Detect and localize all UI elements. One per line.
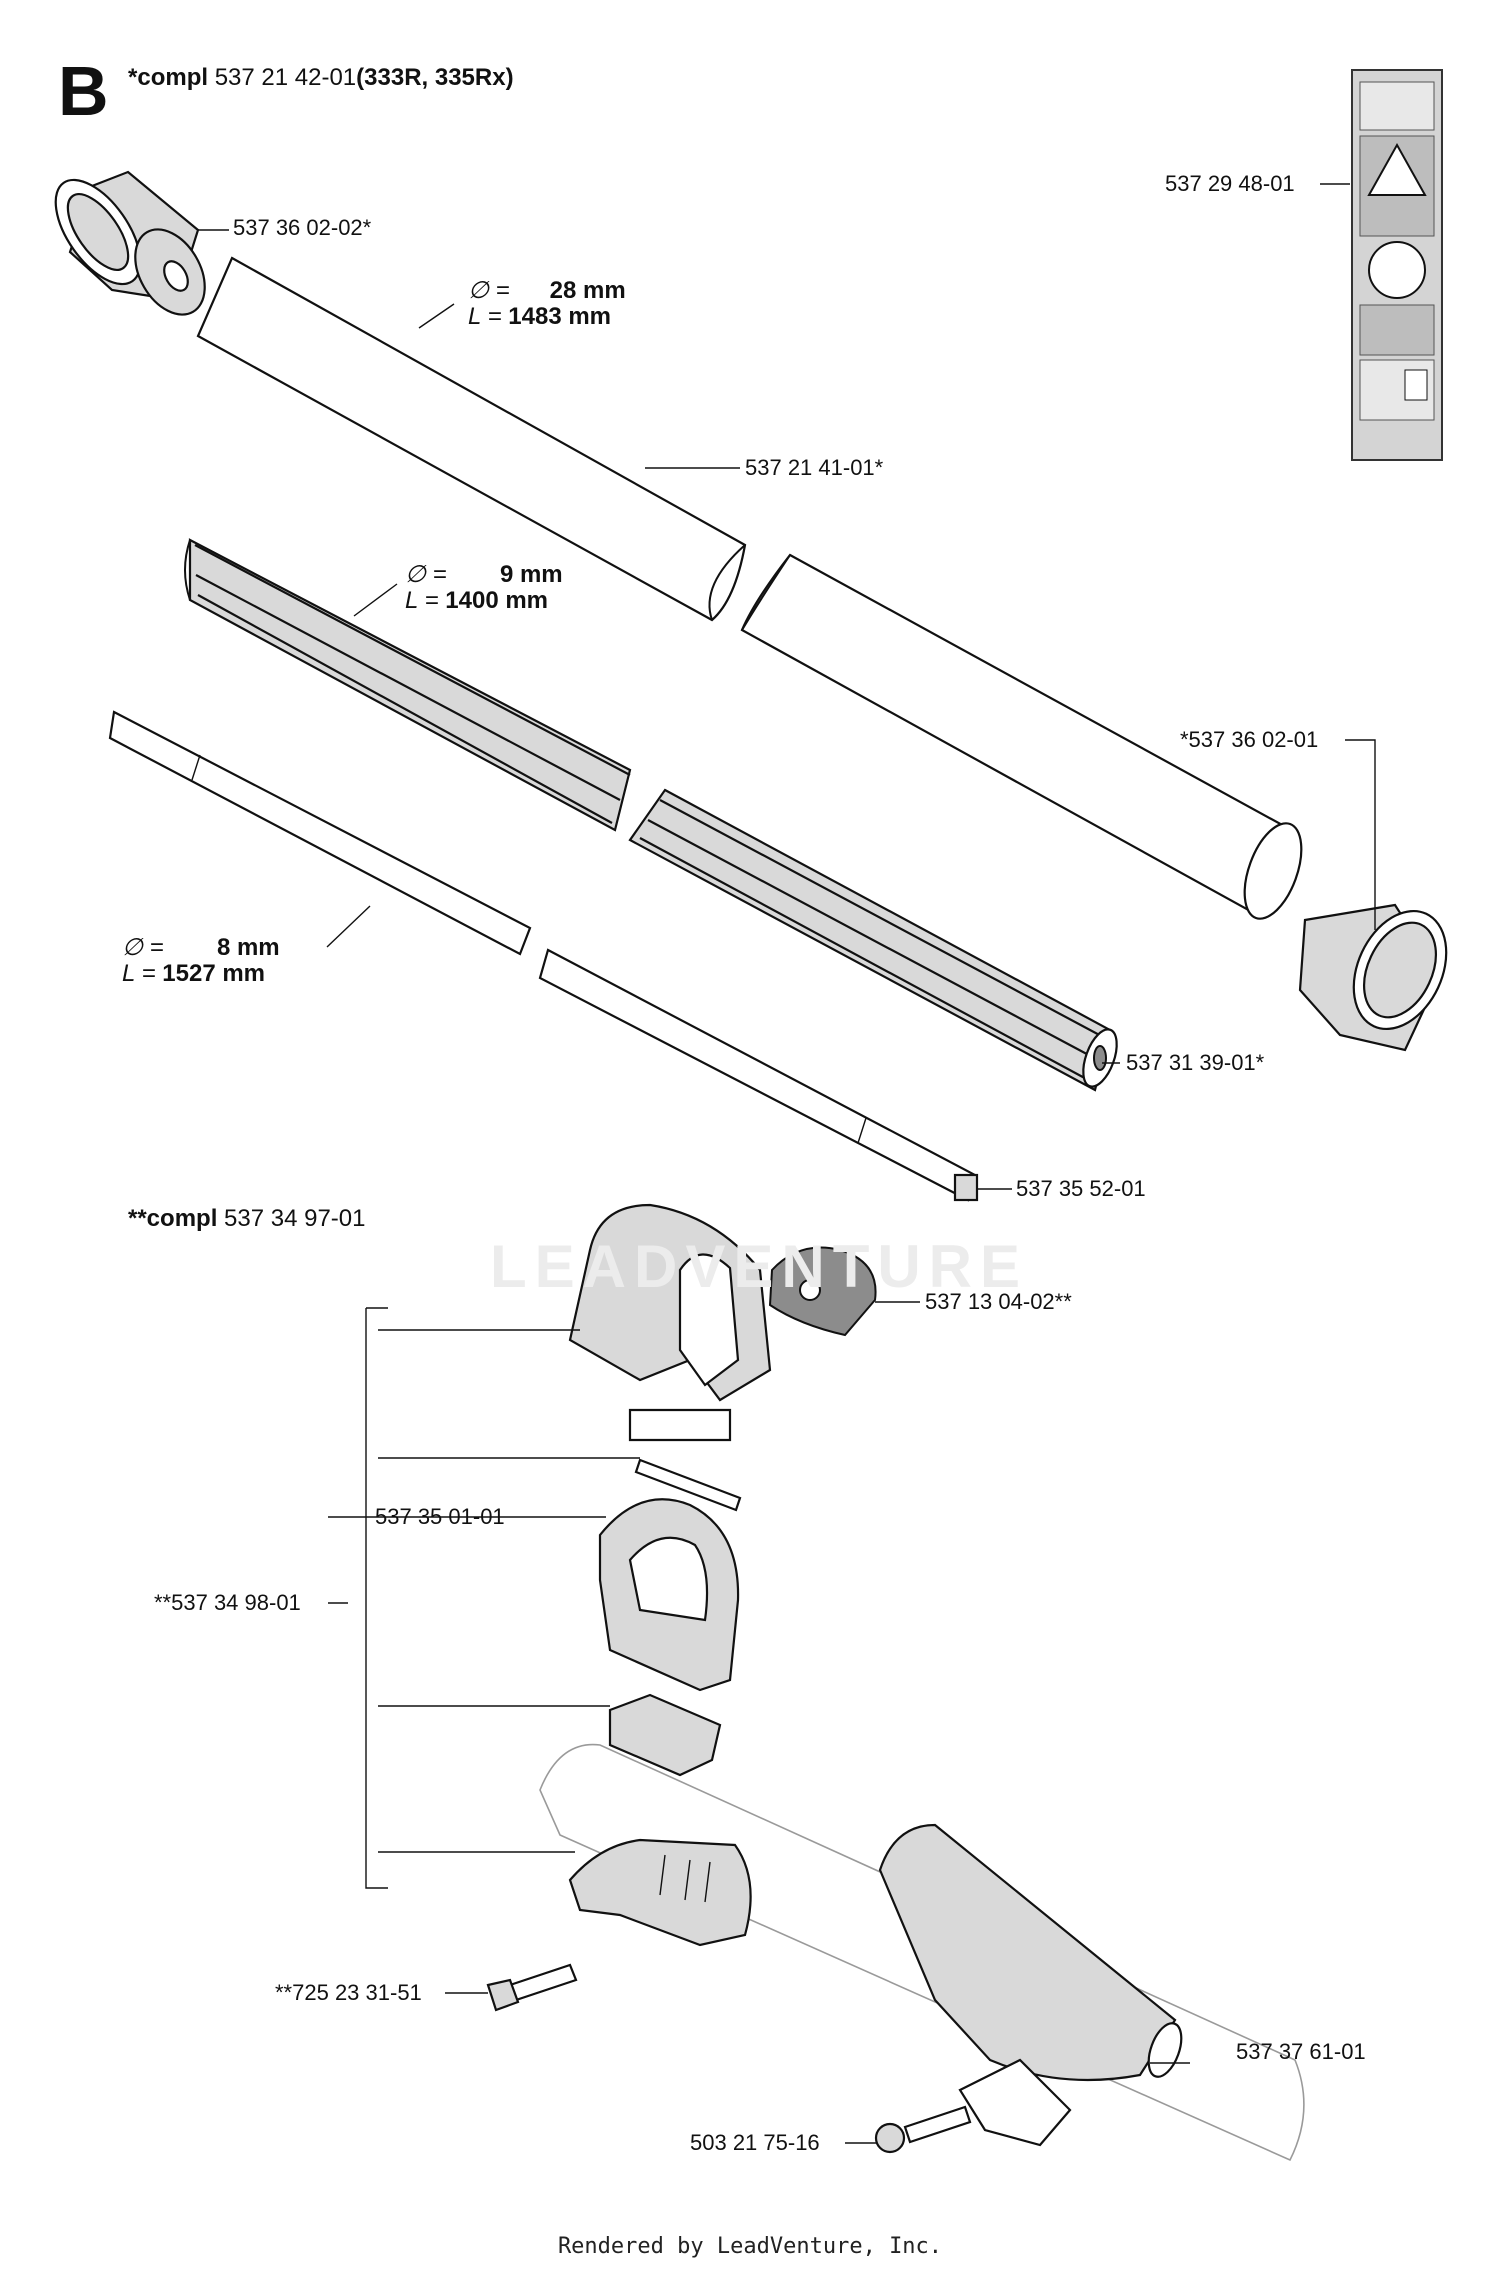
kit-header-1: *compl 537 21 42-01(333R, 335Rx)	[128, 64, 514, 91]
section-letter: B	[58, 52, 109, 130]
watermark: LEADVENTURE	[490, 1233, 1029, 1300]
label-handle-assy: **537 34 98-01	[154, 1590, 301, 1615]
kit-header-2: **compl 537 34 97-01	[128, 1205, 366, 1232]
label-decal: 537 29 48-01	[1165, 171, 1295, 196]
shaft-tube	[196, 256, 1303, 920]
dim-liner: ∅ = 9 mm L = 1400 mm	[405, 561, 563, 614]
bracket	[878, 1823, 1183, 2147]
label-liner: 537 31 39-01*	[1126, 1050, 1265, 1075]
label-knob: 537 13 04-02**	[925, 1289, 1072, 1314]
handle-parts	[598, 1408, 742, 1777]
flex-liner	[184, 538, 1118, 1092]
label-screw-1: **725 23 31-51	[275, 1980, 422, 2005]
handle-clamp-top	[568, 1203, 877, 1402]
label-shaft-tube: 537 21 41-01*	[745, 455, 884, 480]
drive-shaft	[108, 710, 979, 1202]
screw-725	[486, 1963, 578, 2012]
label-loop: 537 35 01-01	[375, 1504, 505, 1529]
label-bracket: 537 37 61-01	[1236, 2039, 1366, 2064]
label-end-cap-top: 537 36 02-02*	[233, 215, 372, 240]
dim-shaft: ∅ = 8 mm L = 1527 mm	[122, 934, 280, 987]
label-screw-2: 503 21 75-16	[690, 2130, 820, 2155]
safety-decal	[1351, 69, 1443, 461]
handle-clamp-bottom	[568, 1838, 752, 1947]
label-drive-shaft: 537 35 52-01	[1016, 1176, 1146, 1201]
screw-503	[874, 2105, 972, 2154]
label-end-cap-bottom: *537 36 02-01	[1180, 727, 1319, 752]
dim-tube: ∅ = 28 mm L = 1483 mm	[468, 277, 626, 330]
end-cap-bottom	[1298, 903, 1448, 1052]
footer-credit: Rendered by LeadVenture, Inc.	[557, 2234, 943, 2259]
end-cap-top	[54, 170, 206, 316]
leader-lines	[198, 183, 1376, 2144]
